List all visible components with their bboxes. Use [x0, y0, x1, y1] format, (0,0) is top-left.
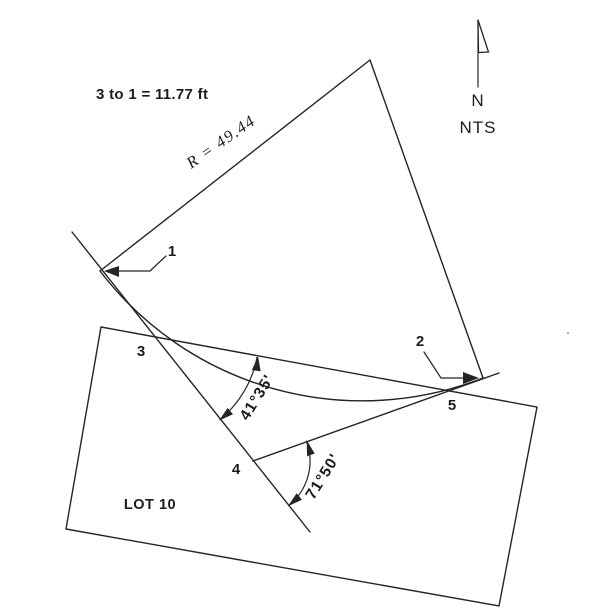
radius-label: R = 49.44: [182, 111, 259, 173]
north-letter: N: [471, 91, 484, 110]
lot-10-boundary: [65, 326, 538, 607]
tangent-line-1-3-4: [71, 231, 311, 533]
point-5-label: 5: [448, 397, 456, 414]
angle-71-50-label: 71°50': [303, 451, 344, 503]
tangent-offset-note: 3 to 1 = 11.77 ft: [96, 86, 208, 103]
leader-point-2: [423, 351, 464, 379]
north-arrow-flag-icon: [477, 19, 490, 54]
point-1-label: 1: [168, 243, 176, 260]
leader-point-1: [117, 255, 167, 272]
angle-41-35-label: 41°35': [237, 372, 278, 424]
line-4-to-5: [252, 372, 500, 462]
lot-10-label: LOT 10: [124, 497, 176, 513]
point-3-label: 3: [137, 343, 145, 360]
angle-arc-41-35-arrowhead-lower: [219, 407, 233, 421]
radius-line-east: [369, 59, 484, 379]
angle-arc-71-50-arrowhead-lower: [287, 493, 302, 507]
north-arrow: [477, 19, 490, 88]
leader-point-2-arrowhead: [463, 372, 479, 384]
leader-point-1-arrowhead: [104, 266, 119, 277]
angle-arc-41-35-arrowhead-upper: [251, 356, 261, 372]
point-2-label: 2: [416, 333, 424, 350]
radius-line-west: [99, 59, 371, 272]
nts-label: NTS: [460, 118, 497, 137]
curve-arc: [99, 270, 484, 402]
point-4-label: 4: [232, 461, 241, 478]
angle-arc-71-50-arrowhead-upper: [306, 440, 315, 457]
scan-speck: [567, 332, 569, 334]
